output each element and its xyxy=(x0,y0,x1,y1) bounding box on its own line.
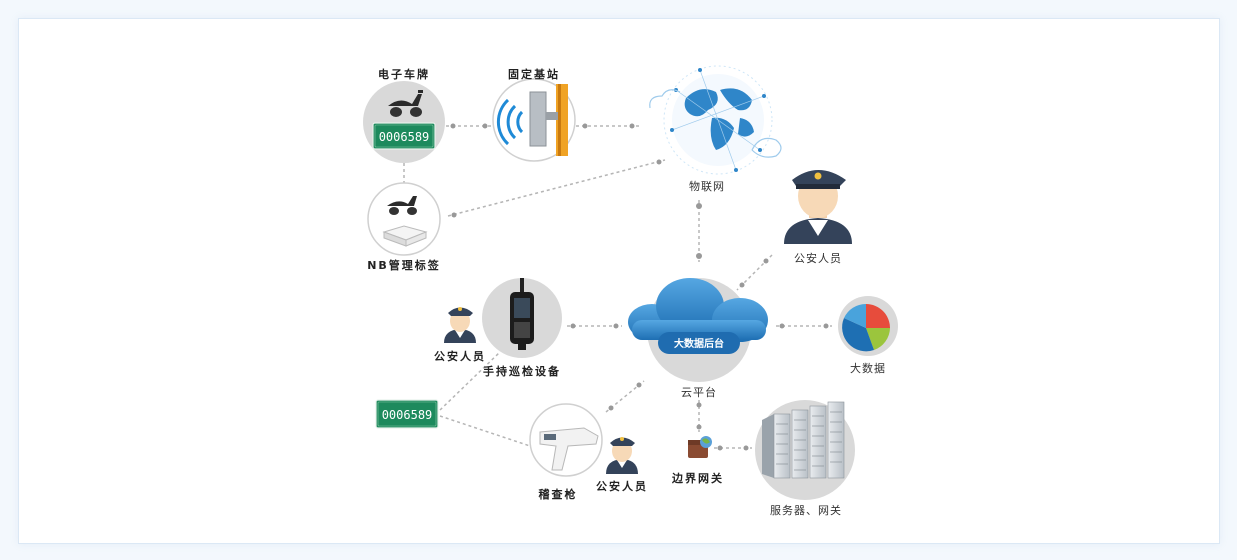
police-officer-small-bottom xyxy=(606,437,638,474)
cloud-platform-node: 大数据后台 xyxy=(628,278,768,382)
handheld-scanner-icon xyxy=(510,278,534,350)
base-station-node xyxy=(492,78,576,162)
pie-chart-icon xyxy=(842,303,890,352)
iot-cloud-outline-right xyxy=(751,137,782,158)
connector-dots xyxy=(450,123,829,451)
license-plate-left: 0006589 xyxy=(375,399,439,429)
connectors xyxy=(403,125,832,449)
gateway-node xyxy=(688,436,712,458)
cloud-center-label: 大数据后台 xyxy=(674,337,724,350)
handheld-device-node xyxy=(482,278,562,358)
label-police-left: 公安人员 xyxy=(434,350,486,363)
label-nb-tag: NB管理标签 xyxy=(367,259,441,272)
license-plate-icon: 0006589 xyxy=(372,122,436,150)
nb-tag-device-icon xyxy=(382,225,428,247)
label-big-data: 大数据 xyxy=(850,362,886,375)
label-cloud-platform: 云平台 xyxy=(681,386,717,399)
server-rack-icon xyxy=(762,401,845,479)
label-iot: 物联网 xyxy=(689,180,725,193)
plate-node: 0006589 xyxy=(363,81,445,163)
nb-tag-node xyxy=(367,182,441,256)
label-police-right: 公安人员 xyxy=(794,252,842,265)
link-plate-scanner xyxy=(439,415,531,447)
label-scanner: 稽查枪 xyxy=(538,488,578,501)
label-gateway: 边界网关 xyxy=(672,472,724,485)
plate-number-top: 0006589 xyxy=(379,130,430,144)
label-handheld: 手持巡检设备 xyxy=(483,365,561,378)
police-officer-large xyxy=(784,170,852,244)
servers-node xyxy=(755,400,855,500)
wifi-signal-icon xyxy=(496,98,524,146)
base-station-antenna-icon xyxy=(529,91,558,147)
label-servers: 服务器、网关 xyxy=(770,504,842,517)
link-plate-handheld xyxy=(439,351,501,411)
label-plate: 电子车牌 xyxy=(378,68,430,81)
big-data-node xyxy=(838,296,898,356)
label-police-bottom: 公安人员 xyxy=(596,480,648,493)
scooter-icon-small xyxy=(387,196,417,215)
iot-cloud-outline-left xyxy=(649,89,681,109)
scanner-gun-node xyxy=(529,403,603,477)
plate-number-left: 0006589 xyxy=(382,408,433,422)
police-officer-small-left xyxy=(444,307,476,343)
cloud-center-badge xyxy=(658,332,740,354)
scanner-gun-icon xyxy=(539,427,599,471)
iot-globe-node xyxy=(649,65,782,175)
scooter-icon xyxy=(388,90,423,117)
link-nbtag-iot xyxy=(447,159,666,217)
label-base-station: 固定基站 xyxy=(508,68,560,81)
